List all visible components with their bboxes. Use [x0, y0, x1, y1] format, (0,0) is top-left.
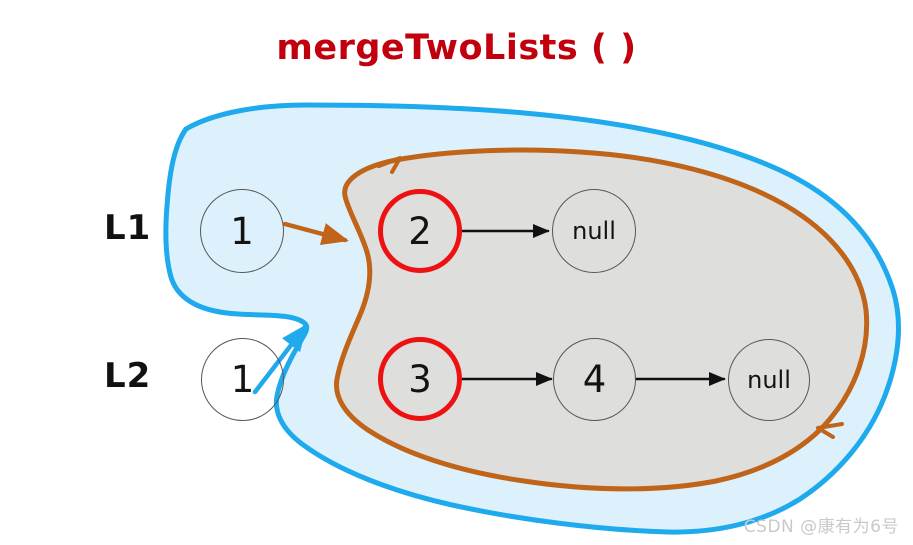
node-value: null	[572, 217, 616, 245]
node-value: 1	[230, 358, 255, 401]
page-title: mergeTwoLists ( )	[276, 28, 637, 68]
node-value: null	[747, 366, 791, 394]
list-node-l2-head[interactable]: 1	[201, 338, 284, 421]
list-node-l1-second[interactable]: 2	[378, 189, 462, 273]
node-value: 3	[408, 357, 432, 401]
recursive-call-region-shape	[333, 147, 870, 492]
list-node-l2-second[interactable]: 3	[378, 337, 462, 421]
list-node-l1-null[interactable]: null	[552, 189, 636, 273]
list-label-l2: L2	[104, 356, 152, 396]
node-value: 1	[230, 209, 254, 253]
node-value: 4	[582, 358, 607, 401]
region-direction-tick-icon	[377, 156, 402, 174]
arrow-l1-head-to-region	[282, 221, 349, 246]
list-node-l2-null[interactable]: null	[728, 339, 810, 421]
list-label-l1: L1	[104, 208, 152, 248]
list-node-l2-third[interactable]: 4	[553, 338, 636, 421]
csdn-watermark: CSDN @康有为6号	[743, 517, 899, 537]
list-node-l1-head[interactable]: 1	[200, 189, 284, 273]
region-tail-tick-icon	[816, 422, 844, 439]
node-value: 2	[408, 209, 432, 253]
